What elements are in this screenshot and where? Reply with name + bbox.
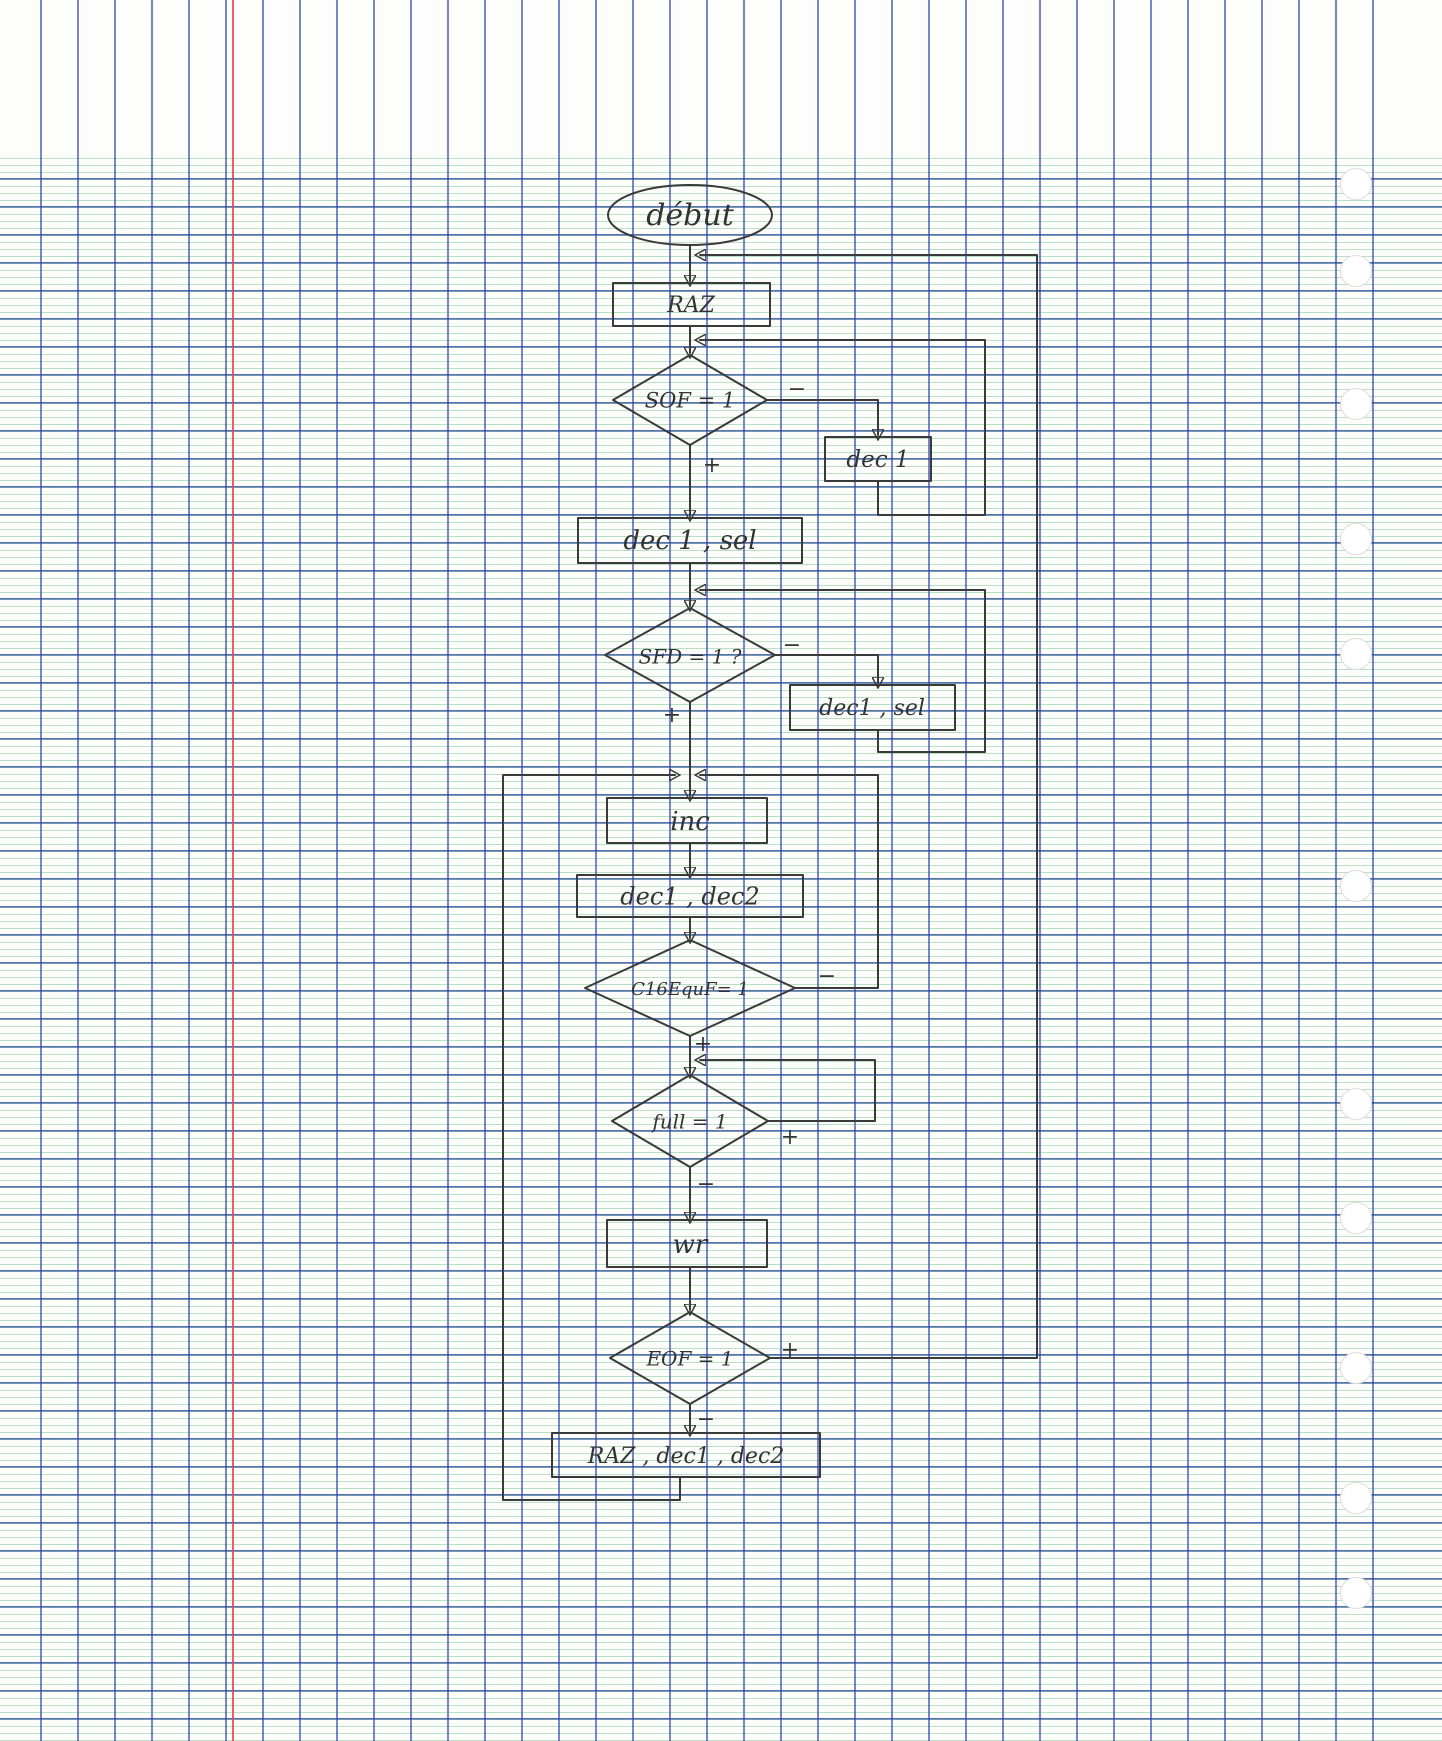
edge-label-minus: − xyxy=(783,633,801,658)
binder-hole xyxy=(1340,870,1372,902)
raz-label: RAZ xyxy=(666,293,715,318)
binder-hole xyxy=(1340,1088,1372,1120)
binder-hole xyxy=(1340,255,1372,287)
binder-hole xyxy=(1340,1202,1372,1234)
edge-label-minus: − xyxy=(788,377,806,402)
binder-hole xyxy=(1340,1352,1372,1384)
binder-hole xyxy=(1340,523,1372,555)
edge-label-minus: − xyxy=(697,1407,715,1432)
dec1-sel-label: dec 1 , sel xyxy=(623,526,756,556)
wr-label: wr xyxy=(673,1230,709,1260)
binder-hole xyxy=(1340,1577,1372,1609)
edge-label-minus: − xyxy=(818,964,836,989)
dec1-sel-label-2: dec1 , sel xyxy=(819,696,925,721)
edge-label-plus: + xyxy=(703,453,721,478)
sfd-label: SFD = 1 ? xyxy=(639,645,742,669)
edge-label-plus: + xyxy=(694,1032,712,1057)
connectors xyxy=(502,244,1038,1501)
start-label: début xyxy=(646,198,734,233)
dec1-label: dec 1 xyxy=(846,447,909,473)
inc-label: inc xyxy=(670,807,710,837)
edge-label-plus: + xyxy=(781,1125,799,1150)
c16-label: C16EquF= 1 xyxy=(631,979,749,1000)
binder-hole xyxy=(1340,388,1372,420)
dec1-dec2-label: dec1 , dec2 xyxy=(620,883,759,911)
edge-label-plus: + xyxy=(663,703,681,728)
sof-label: SOF = 1 xyxy=(645,389,735,413)
margin-line xyxy=(232,0,234,1741)
eof-label: EOF = 1 xyxy=(645,1347,733,1371)
raz-dec-label: RAZ , dec1 , dec2 xyxy=(587,1444,785,1469)
binder-hole xyxy=(1340,638,1372,670)
binder-hole xyxy=(1340,168,1372,200)
edge-label-plus: + xyxy=(781,1338,799,1363)
full-label: full = 1 xyxy=(650,1110,727,1134)
edge-label-minus: − xyxy=(697,1172,715,1197)
binder-hole xyxy=(1340,1482,1372,1514)
